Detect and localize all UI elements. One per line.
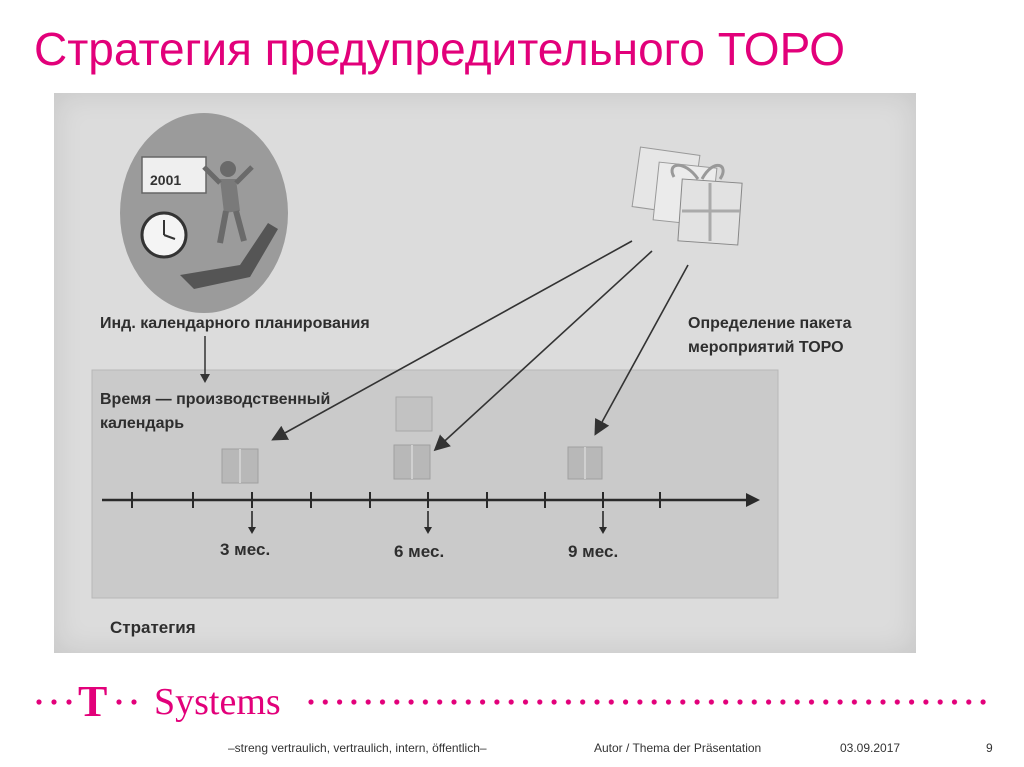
logo-dots-middle — [116, 699, 137, 705]
footer-author: Autor / Thema der Präsentation — [594, 741, 762, 755]
t-systems-logo: T Systems — [34, 676, 994, 726]
milestone-label: 3 мес. — [220, 540, 271, 559]
small-gift-icon — [567, 446, 603, 480]
timeline-axis — [102, 493, 760, 507]
milestone-label: 9 мес. — [568, 542, 619, 561]
indicator-arrow — [200, 336, 210, 383]
package-label-line1: Определение пакета — [688, 315, 852, 332]
logo-t-mark: T — [78, 677, 108, 726]
time-label-line1: Время — производственный — [100, 391, 331, 408]
milestone-arrow — [248, 511, 256, 534]
timeline-ticks — [131, 492, 661, 508]
package-arrow-6 — [433, 250, 653, 452]
logo-dots-left — [36, 699, 72, 705]
gift-package-icon — [631, 146, 743, 246]
logo-dots-right — [306, 699, 994, 705]
footer-confidentiality: –streng vertraulich, vertraulich, intern… — [228, 741, 487, 755]
calendar-year: 2001 — [150, 172, 182, 188]
milestone-arrow — [599, 511, 607, 534]
finish-line-icon — [180, 223, 278, 289]
footer-page-number: 9 — [986, 741, 993, 755]
timeline-panel — [91, 369, 779, 599]
milestone-arrow — [424, 511, 432, 534]
logo-systems-wordmark: Systems — [154, 681, 281, 723]
package-label-line2: мероприятий ТОРО — [688, 339, 844, 356]
calendar-icon — [141, 156, 207, 194]
diagram-graphics — [91, 113, 779, 599]
package-arrow-3 — [271, 240, 633, 441]
strategy-diagram: 2001 Инд. календарного планирования Опре… — [54, 93, 916, 653]
time-label-line2: календарь — [100, 415, 185, 432]
small-gift-icon — [221, 448, 259, 484]
slide-title: Стратегия предупредительного ТОРО — [34, 23, 846, 75]
planning-illustration — [120, 113, 288, 313]
milestone-label: 6 мес. — [394, 542, 445, 561]
calendar-indicator-label: Инд. календарного планирования — [100, 315, 370, 332]
runner-icon — [202, 161, 254, 244]
small-gift-icon — [393, 396, 433, 480]
package-arrow-9 — [594, 264, 689, 436]
footer-date: 03.09.2017 — [840, 741, 901, 755]
strategy-label: Стратегия — [110, 618, 196, 637]
